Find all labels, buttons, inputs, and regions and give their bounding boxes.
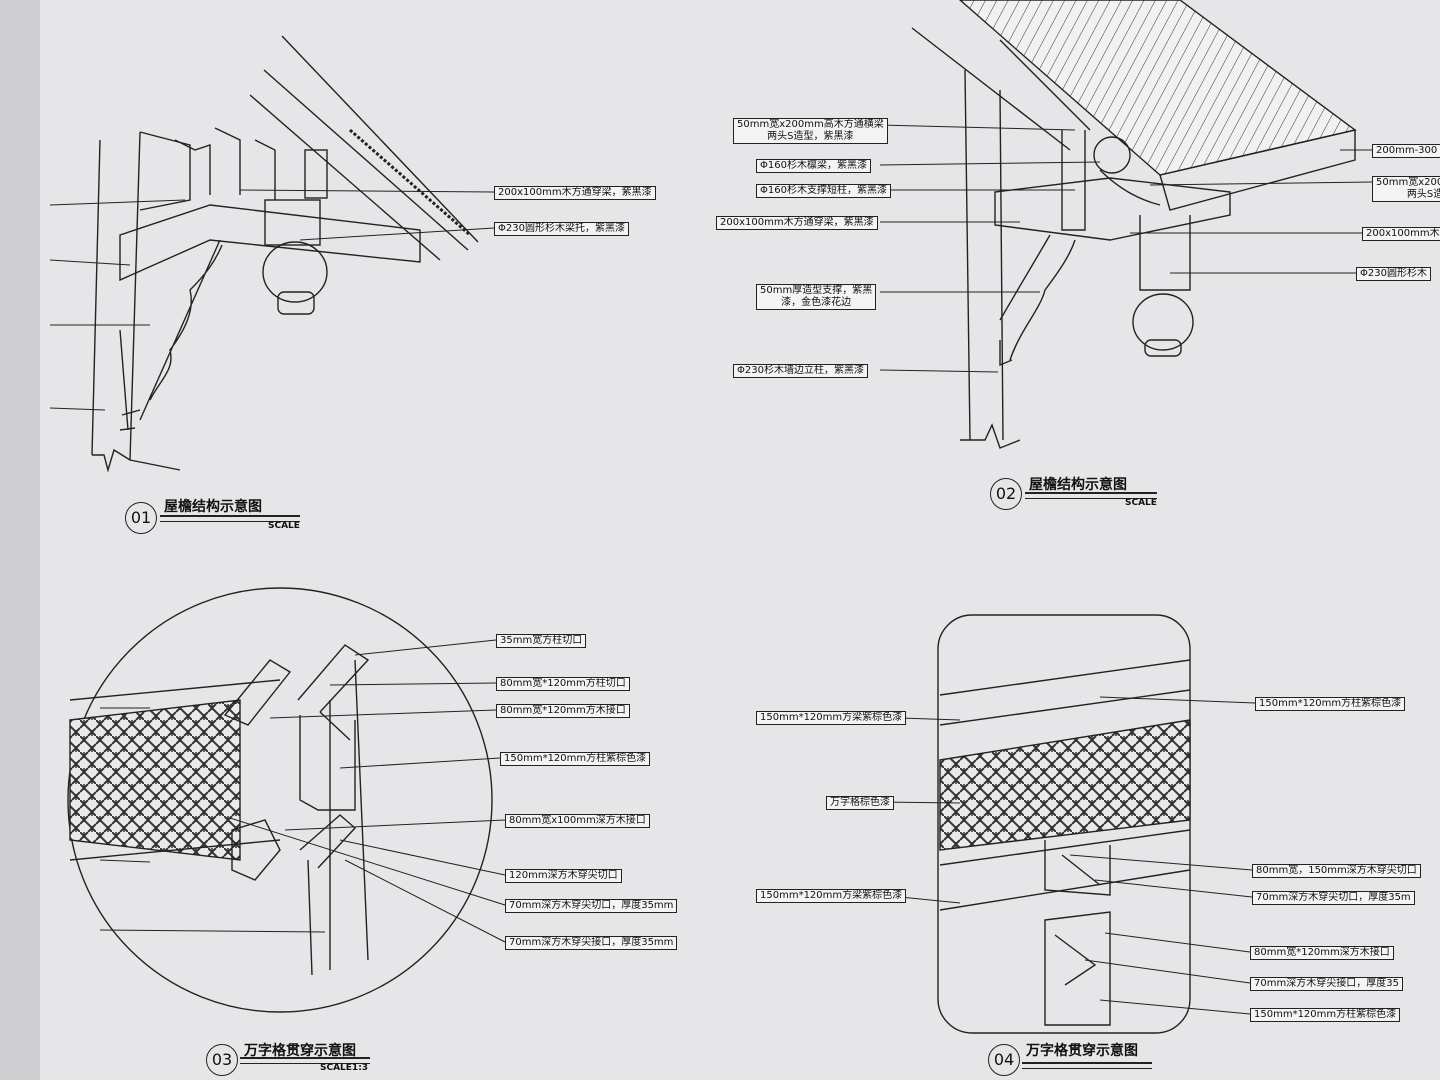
detail-04-number: 04 — [988, 1044, 1020, 1076]
detail-03-number: 03 — [206, 1044, 238, 1076]
label-02-through-beam: 200x100mm木方通穿梁，紫黑漆 — [716, 216, 878, 230]
label-03-2: 80mm宽*120mm方柱切口 — [496, 677, 630, 691]
label-03-5: 80mm宽x100mm深方木接口 — [505, 814, 650, 828]
label-04-column-top: 150mm*120mm方柱紫棕色漆 — [1255, 697, 1406, 711]
label-04-joint-2: 70mm深方木穿尖接口，厚度35 — [1250, 977, 1403, 991]
detail-03-title: 万字格贯穿示意图 — [244, 1043, 356, 1059]
label-03-3: 80mm宽*120mm方木接口 — [496, 704, 630, 718]
detail-03-scale: SCALE1:3 — [320, 1063, 369, 1073]
label-03-4: 150mm*120mm方柱紫棕色漆 — [500, 752, 651, 766]
label-03-6: 120mm深方木穿尖切口 — [505, 869, 622, 883]
detail-02-title: 屋檐结构示意图 — [1029, 477, 1127, 493]
label-04-cut-1: 80mm宽，150mm深方木穿尖切口 — [1252, 864, 1421, 878]
label-04-joint-1: 80mm宽*120mm深方木接口 — [1250, 946, 1394, 960]
label-04-beam-top: 150mm*120mm方梁紫棕色漆 — [756, 711, 907, 725]
label-01-column-base: Φ230圆形杉木梁托，紫黑漆 — [494, 222, 629, 236]
label-02-right-1: 200mm-300 — [1372, 144, 1440, 158]
detail-04-linework — [937, 614, 1191, 1034]
detail-03-linework — [67, 587, 493, 1013]
detail-04-title: 万字格贯穿示意图 — [1026, 1043, 1138, 1059]
detail-02-linework — [911, 0, 1357, 449]
label-02-right-2: 50mm宽x200 两头S造 — [1372, 176, 1440, 202]
label-04-lattice: 万字格棕色漆 — [826, 796, 894, 810]
label-04-cut-2: 70mm深方木穿尖切口，厚度35m — [1252, 891, 1415, 905]
label-04-beam-bottom: 150mm*120mm方梁紫棕色漆 — [756, 889, 907, 903]
label-03-1: 35mm宽方柱切口 — [496, 634, 587, 648]
detail-02-scale: SCALE — [1125, 498, 1157, 508]
detail-01-title: 屋檐结构示意图 — [164, 499, 262, 515]
detail-02-underline — [1025, 492, 1157, 499]
label-03-7: 70mm深方木穿尖切口，厚度35mm — [505, 899, 678, 913]
detail-01-underline — [160, 515, 300, 522]
label-01-beam: 200x100mm木方通穿梁，紫黑漆 — [494, 186, 656, 200]
detail-04-underline — [1022, 1062, 1152, 1069]
label-02-right-3: 200x100mm木 — [1362, 227, 1440, 241]
label-02-wall-column: Φ230杉木墙边立柱，紫黑漆 — [733, 364, 868, 378]
detail-01-scale: SCALE — [268, 521, 300, 531]
label-02-short-column: Φ160杉木支撑短柱，紫黑漆 — [756, 184, 891, 198]
label-02-purlin: Φ160杉木檩梁，紫黑漆 — [756, 159, 871, 173]
detail-01-linework — [91, 35, 479, 473]
label-03-8: 70mm深方木穿尖接口，厚度35mm — [505, 936, 678, 950]
label-02-cross-beam: 50mm宽x200mm高木方通横梁 两头S造型，紫黑漆 — [733, 118, 888, 144]
detail-02-number: 02 — [990, 478, 1022, 510]
detail-03-underline — [240, 1057, 370, 1064]
label-04-column-bottom: 150mm*120mm方柱紫棕色漆 — [1250, 1008, 1401, 1022]
label-02-right-4: Φ230圆形杉木 — [1356, 267, 1431, 281]
detail-01-number: 01 — [125, 502, 157, 534]
label-02-bracket: 50mm厚造型支撑，紫黑 漆，金色漆花边 — [756, 284, 877, 310]
